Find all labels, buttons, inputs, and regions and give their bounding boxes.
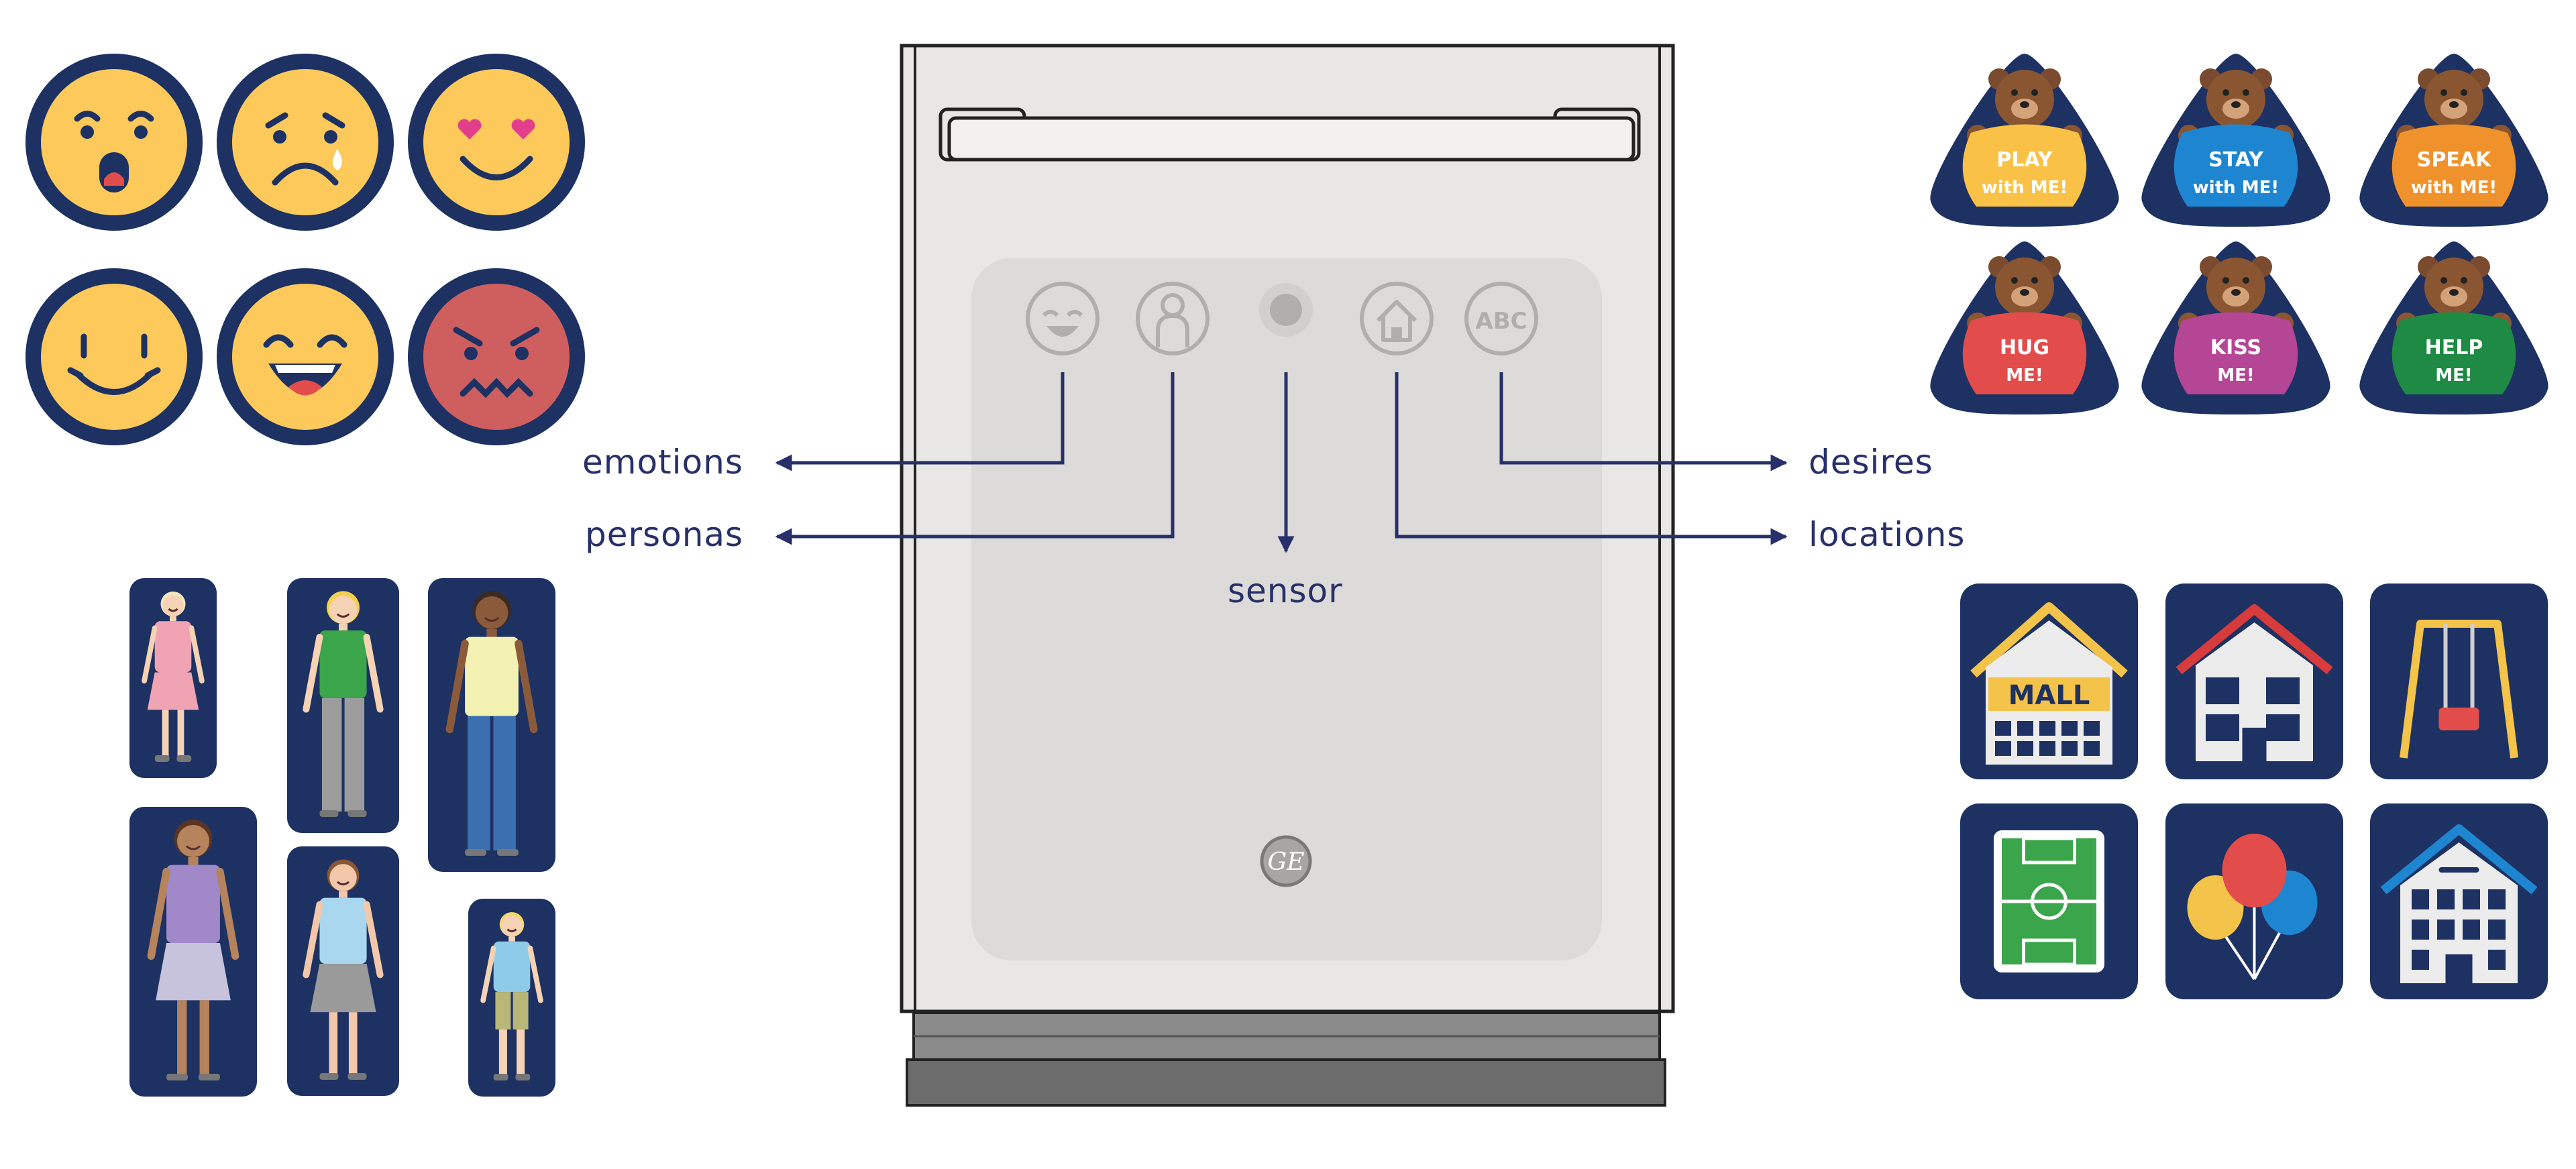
label-sensor: sensor [1228, 571, 1343, 610]
persona-woman-figure [129, 807, 257, 1097]
emoji-in-love-icon [408, 54, 585, 231]
location-playground-swing-icon [2370, 583, 2548, 779]
emoji-smiling-icon [25, 268, 203, 445]
desire-badge-play: PLAY with ME! [1930, 54, 2119, 227]
emoji-angry-icon [408, 268, 585, 445]
person-icon[interactable] [1136, 282, 1210, 355]
laughing-face-icon[interactable] [1026, 282, 1099, 355]
ge-logo: GE [1260, 835, 1312, 887]
desire-badge-stay: STAY with ME! [2141, 54, 2330, 227]
abc-icon[interactable]: ABC [1464, 282, 1538, 355]
location-school-icon [2370, 803, 2548, 999]
desire-line2: ME! [2435, 366, 2473, 386]
control-panel [971, 258, 1602, 960]
emotions-grid [25, 54, 585, 445]
persona-teen-girl-figure [287, 846, 399, 1096]
connector-locations [1395, 372, 1788, 545]
persona-tall-man-figure [428, 578, 555, 872]
locations-grid: MALL [1960, 583, 2548, 999]
persona-boy-figure [468, 899, 555, 1097]
desire-badge-kiss: KISS ME! [2141, 241, 2330, 414]
desire-line1: SPEAK [2417, 148, 2492, 172]
svg-text:GE: GE [1267, 848, 1304, 876]
desire-line1: HUG [2000, 336, 2049, 359]
personas-grid [129, 578, 555, 1097]
desire-line1: HELP [2425, 336, 2483, 359]
emoji-surprised-icon [25, 54, 203, 231]
desire-line2: with ME! [2193, 178, 2279, 198]
label-personas: personas [585, 515, 744, 554]
emoji-laughing-icon [217, 268, 394, 445]
mall-sign: MALL [2008, 680, 2090, 711]
label-emotions: emotions [582, 443, 743, 482]
location-mall-icon: MALL [1960, 583, 2138, 779]
location-soccer-field-icon [1960, 803, 2138, 999]
svg-text:ABC: ABC [1475, 308, 1527, 335]
base-kickplate [912, 1011, 1661, 1064]
label-desires: desires [1809, 443, 1933, 482]
desire-line2: ME! [2006, 366, 2043, 386]
sensor-dot [1259, 283, 1313, 337]
desire-line2: with ME! [2411, 178, 2497, 198]
dishwasher-appliance: GE [900, 44, 1675, 1107]
label-locations: locations [1809, 515, 1966, 554]
persona-young-man-figure [287, 578, 399, 833]
desire-line2: with ME! [1982, 178, 2068, 198]
emoji-crying-icon [217, 54, 394, 231]
house-icon[interactable] [1360, 282, 1434, 355]
door-handle [938, 107, 1641, 162]
desire-badge-hug: HUG ME! [1930, 241, 2119, 414]
desire-line1: PLAY [1996, 148, 2053, 172]
location-party-balloons-icon [2165, 803, 2343, 999]
desires-grid: PLAY with ME! STAY with ME! SPEAK with ME! HUG… [1930, 54, 2548, 414]
desire-badge-help: HELP ME! [2359, 241, 2548, 414]
desire-line1: KISS [2210, 336, 2261, 359]
connector-emotions [775, 372, 1065, 471]
location-house-icon [2165, 583, 2343, 779]
connector-desires [1499, 372, 1788, 471]
desire-badge-speak: SPEAK with ME! [2359, 54, 2548, 227]
persona-girl-figure [129, 578, 217, 778]
desire-line1: STAY [2208, 148, 2264, 172]
connector-personas [775, 372, 1175, 545]
desire-line2: ME! [2217, 366, 2255, 386]
